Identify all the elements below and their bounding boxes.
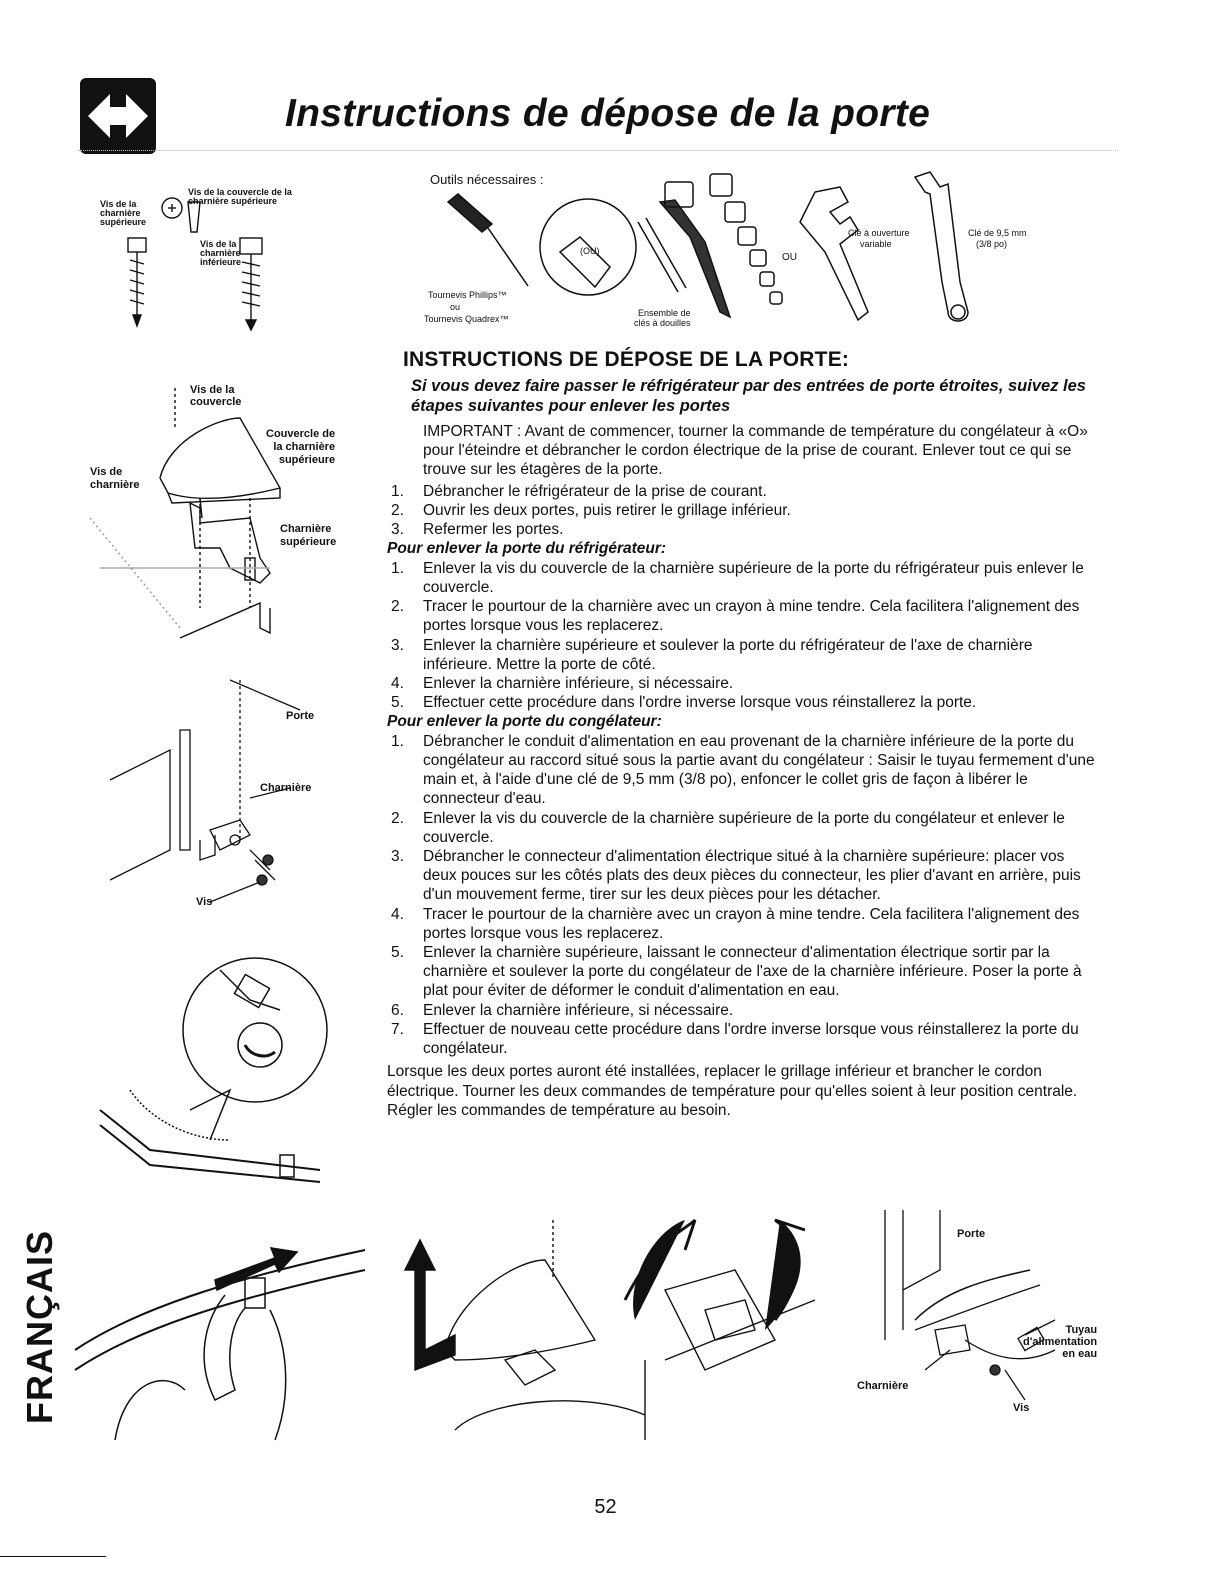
freezer-screw-label: Vis — [1013, 1402, 1030, 1414]
top-hinge-illustration — [89, 388, 282, 639]
socket-label-2: clés à douilles — [634, 318, 691, 328]
freezer-heading: Pour enlever la porte du congélateur: — [387, 713, 662, 731]
double-arrow-icon — [88, 94, 148, 138]
adjustable-label-2: variable — [860, 239, 892, 249]
connector-figure — [90, 950, 350, 1183]
hinge-removal-figure — [385, 1200, 845, 1440]
arrows-icon — [80, 78, 156, 154]
list-item: 7.Effectuer de nouveau cette procédure d… — [391, 1020, 1079, 1058]
list-item: 5.Enlever la charnière supérieure, laiss… — [391, 944, 1082, 1000]
water-tube-label: Tuyau d'alimentation en eau — [1023, 1324, 1097, 1360]
hinge-screw-label: Vis de charnière — [90, 466, 140, 492]
fridge-steps: 1.Enlever la vis du couvercle de la char… — [387, 559, 1095, 713]
hinge-cover-text-3: supérieure — [278, 454, 336, 466]
adjustable-label-1: Clé à ouverture — [848, 228, 910, 238]
freezer-steps: 1.Débrancher le conduit d'alimentation e… — [387, 732, 1095, 1058]
screws-figure: Vis de la charnière supérieure Vis de la… — [100, 180, 300, 340]
freezer-hinge-figure: Porte Tuyau d'alimentation en eau Charni… — [855, 1200, 1105, 1440]
list-item: 2.Ouvrir les deux portes, puis retirer l… — [391, 501, 791, 519]
tools-illustration — [446, 171, 969, 322]
list-item: 6.Enlever la charnière inférieure, si né… — [391, 1001, 734, 1019]
hinge-cover-label: Couvercle de la charnière supérieure — [266, 428, 335, 467]
final-paragraph: Lorsque les deux portes auront été insta… — [387, 1063, 1078, 1119]
hinge-cover-text-2: la charnière — [273, 441, 336, 453]
footer-rule — [0, 1556, 106, 1557]
header-divider — [78, 150, 1118, 151]
water-tube-illustration — [74, 1247, 366, 1441]
list-item: 1.Enlever la vis du couvercle de la char… — [391, 559, 1084, 596]
language-label: FRANÇAIS — [18, 1230, 62, 1424]
section-title: INSTRUCTIONS DE DÉPOSE DE LA PORTE: — [403, 348, 850, 371]
important-note: IMPORTANT : Avant de commencer, tourner … — [423, 423, 1088, 479]
water-tube-text-3: en eau — [1062, 1348, 1098, 1360]
freezer-door-label: Porte — [957, 1228, 986, 1240]
list-item: 3.Enlever la charnière supérieure et sou… — [391, 636, 1033, 673]
bit-or-label: (OU) — [580, 246, 600, 256]
tools-or: OU — [782, 252, 797, 263]
screw-label-1: Vis de la charnière supérieure — [100, 199, 147, 227]
screwdriver-label: Tournevis Phillips™ — [428, 290, 507, 300]
list-item: 4.Tracer le pourtour de la charnière ave… — [391, 905, 1080, 942]
page-number: 52 — [594, 1496, 617, 1518]
list-item: 1.Débrancher le réfrigérateur de la pris… — [391, 482, 767, 500]
list-item: 3.Refermer les portes. — [391, 521, 564, 539]
water-tube-figure — [74, 1200, 366, 1441]
lower-door-label: Porte — [286, 710, 315, 722]
hinge-screw-text-2: charnière — [90, 479, 140, 491]
hinge-screw-text-1: Vis de — [90, 466, 123, 478]
intro-steps: 1.Débrancher le réfrigérateur de la pris… — [387, 482, 1095, 540]
lower-hinge-illustration — [109, 679, 301, 903]
screw-label-3: Vis de la charnière inférieure — [200, 239, 242, 267]
lower-hinge-figure: Porte Charnière Vis — [90, 670, 370, 920]
list-item: 2.Enlever la vis du couvercle de la char… — [391, 809, 1065, 846]
wrench-label-1: Clé de 9,5 mm — [968, 228, 1027, 238]
freezer-hinge-illustration — [884, 1210, 1056, 1401]
fridge-heading: Pour enlever la porte du réfrigérateur: — [387, 540, 667, 558]
screwdriver-or: ou — [450, 302, 461, 312]
screws-illustration — [127, 197, 263, 332]
connector-illustration — [99, 957, 328, 1183]
language-text: FRANÇAIS — [19, 1230, 60, 1424]
hinge-cover-text-1: Couvercle de — [266, 428, 336, 440]
instructions-section: INSTRUCTIONS DE DÉPOSE DE LA PORTE: Si v… — [387, 348, 1095, 1120]
cover-screw-text: Vis de la couvercle — [190, 384, 242, 408]
section-subtitle: Si vous devez faire passer le réfrigérat… — [411, 377, 1086, 415]
water-tube-text-2: d'alimentation — [1023, 1336, 1098, 1348]
tools-figure: Outils nécessaires : (OU) Tournev — [420, 162, 1100, 342]
list-item: 5.Effectuer cette procédure dans l'ordre… — [391, 694, 977, 712]
water-tube-text-1: Tuyau — [1065, 1324, 1098, 1336]
top-hinge-text-1: Charnière — [280, 523, 332, 535]
cover-screw-label: Vis de la couvercle — [190, 384, 270, 408]
list-item: 2.Tracer le pourtour de la charnière ave… — [391, 598, 1080, 635]
list-item: 4.Enlever la charnière inférieure, si né… — [391, 674, 734, 692]
freezer-hinge-label: Charnière — [857, 1380, 909, 1392]
screwdriver2-label: Tournevis Quadrex™ — [424, 314, 509, 324]
lower-screw-label: Vis — [196, 896, 213, 908]
screw-label-2: Vis de la couvercle de la charnière supé… — [188, 187, 292, 206]
top-hinge-figure: Vis de la couvercle Couvercle de la char… — [89, 378, 370, 648]
wrench-label-2: (3/8 po) — [976, 239, 1008, 249]
socket-label-1: Ensemble de — [638, 308, 691, 318]
list-item: 3.Débrancher le connecteur d'alimentatio… — [391, 848, 1081, 904]
list-item: 1.Débrancher le conduit d'alimentation e… — [391, 732, 1095, 808]
tools-heading: Outils nécessaires : — [430, 172, 544, 187]
hinge-removal-illustration — [403, 1218, 816, 1440]
page-title: Instructions de dépose de la porte — [285, 92, 931, 135]
lower-hinge-label: Charnière — [260, 782, 312, 794]
top-hinge-text-2: supérieure — [280, 536, 337, 548]
top-hinge-label: Charnière supérieure — [280, 523, 336, 549]
